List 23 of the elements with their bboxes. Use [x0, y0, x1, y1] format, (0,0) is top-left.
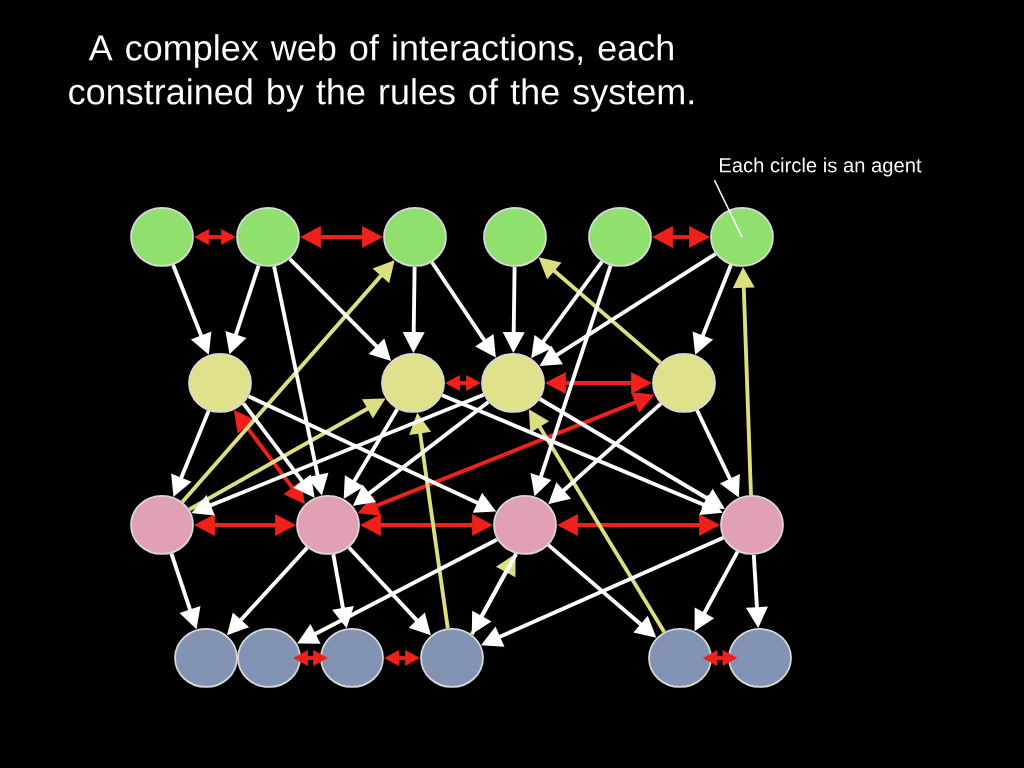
agent-circle	[481, 353, 545, 413]
agent-circle	[130, 495, 194, 555]
agent-circle	[130, 207, 194, 267]
agent-circle	[320, 628, 384, 688]
agent-circle	[710, 207, 774, 267]
agent-circle	[381, 353, 445, 413]
title: A complex web of interactions, each constrained by the rules of the system.	[69, 34, 693, 112]
agent-circle	[483, 207, 547, 267]
agent-circle	[588, 207, 652, 267]
agent-circle	[420, 628, 484, 688]
agent-circle	[728, 628, 792, 688]
agent-circle	[383, 207, 447, 267]
agent-circle	[237, 628, 301, 688]
agent-circle	[296, 495, 360, 555]
agent-circle	[652, 353, 716, 413]
agent-circle	[174, 628, 238, 688]
agent-circle	[188, 353, 252, 413]
agent-circle	[236, 207, 300, 267]
leader-line	[713, 179, 743, 238]
agent-circle	[648, 628, 712, 688]
caption-text: Each circle is an agent	[720, 157, 922, 177]
agent-circle	[720, 495, 784, 555]
agent-circle	[493, 495, 557, 555]
